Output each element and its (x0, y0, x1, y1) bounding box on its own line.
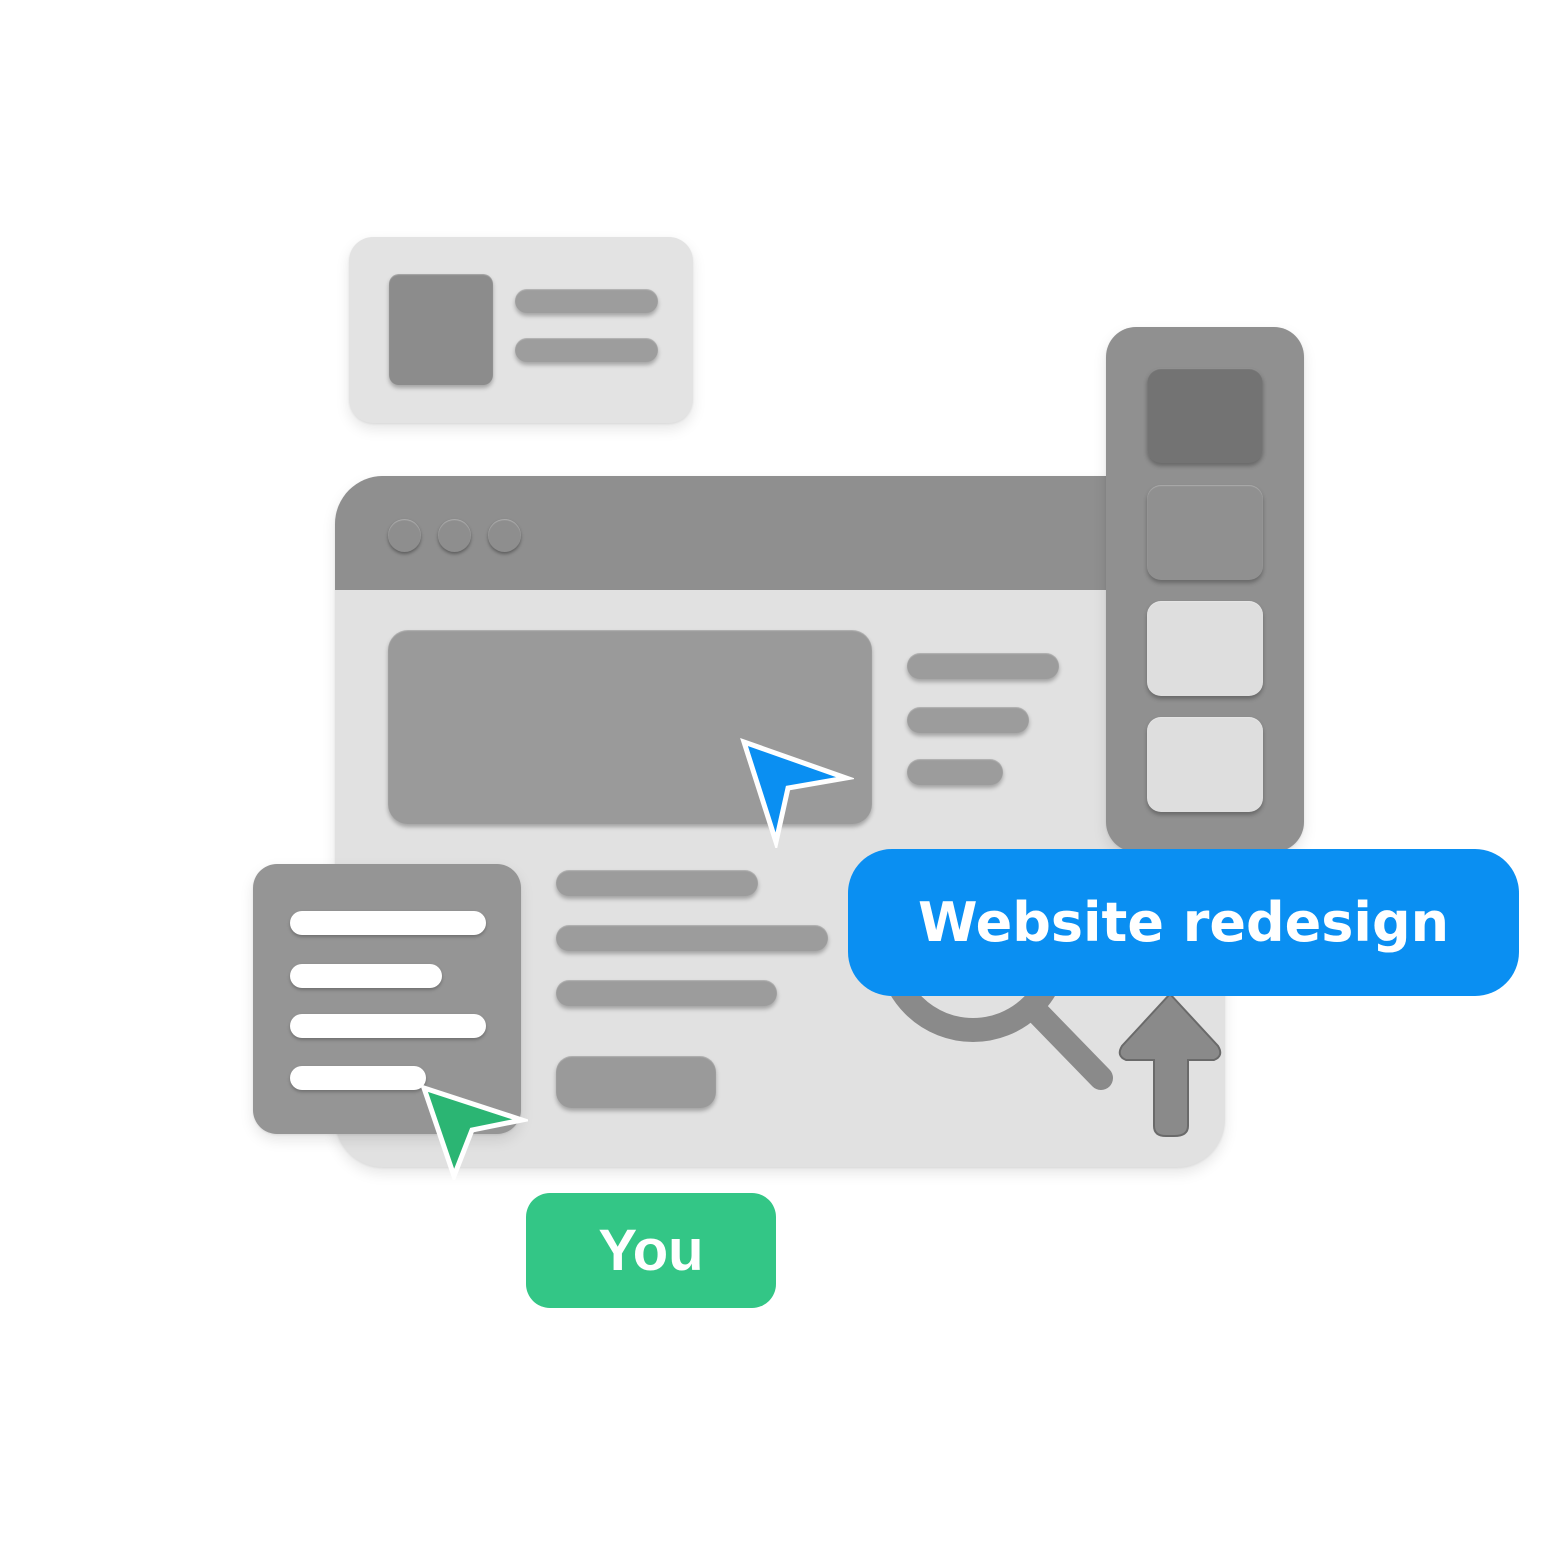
user-name-label: You (598, 1218, 704, 1283)
swatch-dark[interactable] (1147, 368, 1263, 463)
swatch-light[interactable] (1147, 601, 1263, 696)
text-line (556, 980, 777, 1006)
profile-text-line (515, 338, 658, 362)
doc-text-line (290, 964, 442, 988)
cta-button-placeholder[interactable] (556, 1056, 716, 1108)
doc-text-line (290, 1066, 426, 1090)
window-control-dot[interactable] (488, 519, 521, 552)
cursor-arrow-icon (740, 737, 854, 848)
swatch-light[interactable] (1147, 717, 1263, 812)
hero-image-placeholder (388, 630, 872, 824)
cursor-arrow-icon (420, 1084, 528, 1180)
avatar-placeholder (389, 274, 493, 385)
document-card (253, 864, 521, 1134)
doc-text-line (290, 911, 486, 935)
project-name-label: Website redesign (917, 891, 1450, 954)
text-line (907, 759, 1003, 785)
swatch-medium[interactable] (1147, 485, 1263, 580)
arrow-up-icon (1118, 992, 1222, 1137)
window-control-dot[interactable] (388, 519, 421, 552)
text-line (907, 707, 1029, 733)
browser-titlebar (335, 476, 1225, 590)
text-line (907, 653, 1059, 679)
user-cursor-tag: You (526, 1193, 776, 1308)
color-swatch-panel (1106, 327, 1304, 852)
doc-text-line (290, 1014, 486, 1038)
profile-text-line (515, 289, 658, 313)
text-line (556, 925, 828, 951)
window-control-dot[interactable] (438, 519, 471, 552)
profile-card (349, 237, 693, 423)
project-name-tag: Website redesign (848, 849, 1519, 996)
text-line (556, 870, 758, 896)
